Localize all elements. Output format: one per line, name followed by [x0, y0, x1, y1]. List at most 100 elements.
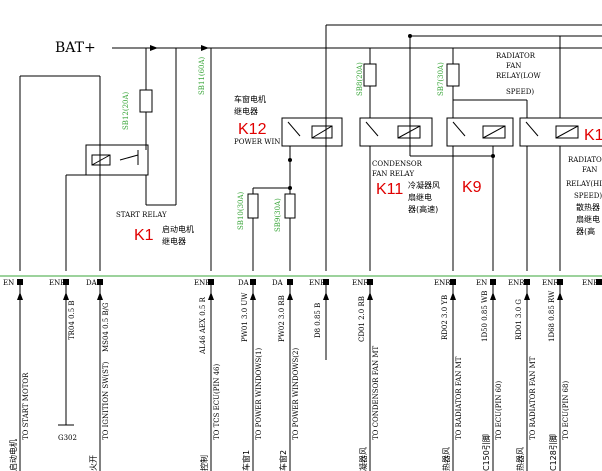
connector: ENR [309, 279, 329, 287]
fuse-sb10: SB10(30A) [237, 187, 290, 271]
wire-code: RD01 3.0 G [515, 299, 523, 340]
relay-k12-en: POWER WIN [234, 138, 280, 146]
wire-code: RD02 3.0 YB [441, 295, 449, 340]
svg-text:ENR: ENR [582, 279, 599, 287]
relay-high-en: RADIATOR [568, 156, 602, 164]
svg-text:ENR: ENR [352, 279, 369, 287]
relay-high-en4: SPEED) [574, 192, 602, 200]
destination-label: TO POWER WINDOWS(2) [292, 348, 300, 440]
destination-cn: 车窗1 [241, 450, 251, 471]
relay-k9-id: K9 [462, 179, 482, 196]
destination-cn: 热器风 [441, 447, 451, 471]
relay-k12: 车窗电机 继电器 K12 POWER WIN [234, 94, 343, 147]
wire-code: TR04 0.5 B [68, 300, 76, 340]
relay-k11-id: K11 [376, 181, 403, 198]
svg-text:ENR: ENR [49, 279, 66, 287]
destination-cn: 启动电机 [8, 439, 18, 471]
destination-cn: 热器风 [515, 447, 525, 471]
svg-text:DA: DA [86, 279, 98, 287]
relay-k11: CONDENSOR FAN RELAY K11 冷凝器风 扇继电 器(高速) [359, 117, 440, 271]
relay-low-en: RADIATOR [496, 52, 536, 60]
fuse-sb11: SB11(60A) [198, 48, 212, 271]
fuse-sb12: SB12(20A) [122, 48, 153, 150]
svg-text:ENR: ENR [194, 279, 211, 287]
fuse-sb9: SB9(30A) [274, 150, 296, 271]
relay-k12-cn2: 继电器 [234, 106, 258, 116]
destination-label: TO RADIATOR FAN MT [455, 356, 463, 440]
wire-code: CD01 2.0 RB [358, 296, 366, 342]
relay-k1-cn: 启动电机 [162, 224, 194, 234]
destinations: TO START MOTOR 启动电机 TO IGNITION SW(ST) 火… [8, 345, 570, 471]
relay-low-en3: RELAY(LOW [496, 72, 542, 80]
destination-cn: 车窗2 [278, 450, 288, 471]
relay-high-cn3: 器(高 [576, 226, 595, 236]
relay-k11-en: CONDENSOR [372, 160, 423, 168]
connector: EN [3, 279, 23, 287]
wire-code: PW01 3.0 UW [241, 292, 249, 342]
relay-high-en3: RELAY(HIG [566, 180, 602, 188]
destination-label: TO CONDENSOR FAN MT [372, 345, 380, 440]
connector: ENR [194, 279, 214, 287]
destination-label: TO ECU(PIN 68) [562, 381, 570, 440]
connector: ENR [508, 279, 530, 287]
destination-label: TO START MOTOR [22, 372, 30, 440]
relay-low-en4: SPEED) [506, 88, 534, 96]
connector-row: EN ENR DA ENR DA DA ENR ENR ENR EN ENR E… [3, 279, 602, 287]
fuse-sb7: SB7(30A) [437, 48, 460, 118]
fuse-sb10-label: SB10(30A) [237, 191, 245, 230]
fuse-sb12-label: SB12(20A) [122, 91, 130, 130]
k12-wiring [289, 146, 327, 150]
relay-k1: START RELAY K1 启动电机 继电器 [19, 48, 194, 271]
svg-text:DA: DA [238, 279, 250, 287]
destination-cn: C150引脚 [481, 434, 491, 471]
fuse-sb11-label: SB11(60A) [198, 56, 206, 95]
connector: DA [238, 279, 256, 287]
wire-codes: TR04 0.5 B MS04 0.5 B/G AL46 AEX 0.5 R P… [68, 290, 556, 355]
wire-code: 1D68 0.85 RW [548, 290, 556, 342]
destination-cn: 凝器风 [358, 447, 368, 471]
destination-cn: 控制 [199, 455, 209, 471]
relay-high-cn2: 扇继电 [576, 214, 600, 224]
relay-high-en2: FAN [582, 166, 597, 174]
bat-plus-label: BAT+ [55, 40, 96, 56]
connector: DA [86, 279, 103, 287]
fuse-sb9-label: SB9(30A) [274, 198, 282, 232]
connector: EN [476, 279, 496, 287]
destination-label: TO TCS ECU(PIN 46) [213, 363, 221, 440]
relay-k11-en2: FAN RELAY [372, 170, 414, 178]
destination-cn: C128引脚 [548, 434, 558, 471]
relay-high-cn: 散热器 [576, 202, 600, 212]
connector: ENR [49, 279, 69, 287]
svg-text:EN: EN [3, 279, 14, 287]
output-wires [17, 285, 563, 471]
relay-k12-cn: 车窗电机 [234, 94, 266, 104]
fuse-sb7-label: SB7(30A) [437, 62, 445, 96]
relay-k1-id: K1 [134, 227, 154, 244]
relay-k9: K9 [409, 99, 528, 271]
wire-code: PW02 3.0 RB [278, 295, 286, 342]
destination-label: TO IGNITION SW(ST) [102, 361, 110, 440]
connector: ENR [434, 279, 456, 287]
connector: ENR [542, 279, 563, 287]
svg-text:DA: DA [272, 279, 284, 287]
wire-code: MS04 0.5 B/G [102, 302, 110, 352]
destination-label: TO RADIATOR FAN MT [529, 356, 537, 440]
relay-k1-high: K1 RADIATOR FAN RELAY(HIG SPEED) 散热器 扇继电… [519, 36, 602, 271]
destination-cn: 火开 [89, 455, 98, 471]
svg-text:ENR: ENR [542, 279, 559, 287]
svg-text:ENR: ENR [508, 279, 525, 287]
wire-code: AL46 AEX 0.5 R [199, 296, 207, 355]
svg-text:ENR: ENR [309, 279, 326, 287]
wire-code: D8 0.85 B [314, 303, 322, 338]
svg-text:EN: EN [476, 279, 487, 287]
relay-k11-cn2: 扇继电 [408, 192, 432, 202]
destination-label: TO POWER WINDOWS(1) [255, 348, 263, 440]
relay-k12-id: K12 [238, 121, 267, 138]
wire-code: 1D50 0.85 WB [481, 291, 489, 342]
bat-bus [112, 24, 602, 271]
relay-k1-cn2: 继电器 [162, 236, 186, 246]
relay-k1-en: START RELAY [116, 211, 167, 219]
destination-label: TO ECU(PIN 60) [495, 381, 503, 440]
connector: ENR [352, 279, 373, 287]
